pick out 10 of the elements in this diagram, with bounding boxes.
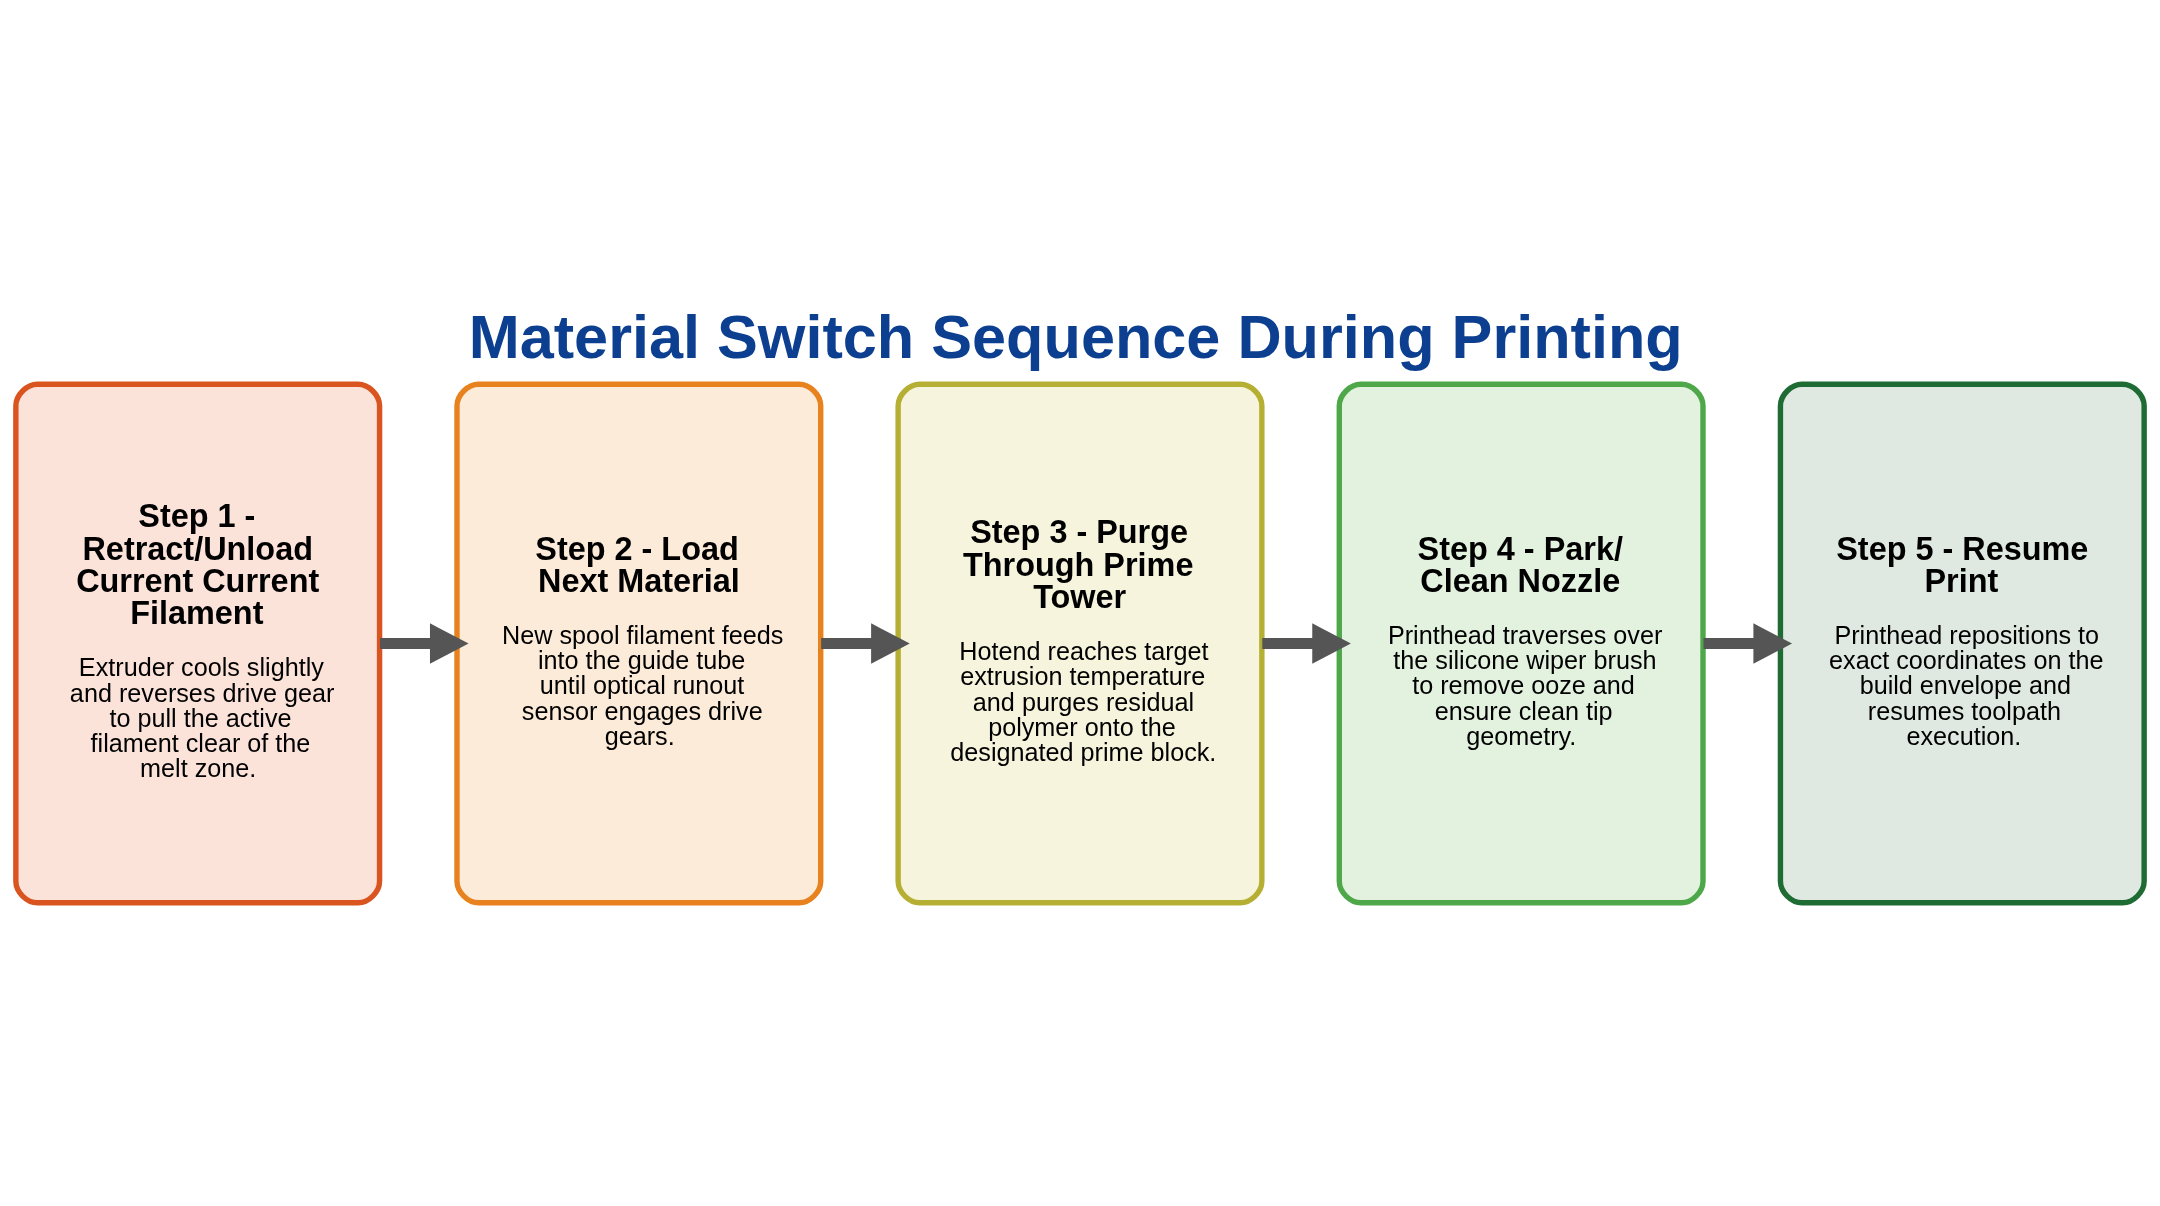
node-box: Step 5 - Resume Print Printhead repositions to exact coordinates on the build envelope and resumes toolpath execution. [1777,381,2147,906]
arrow [821,623,910,664]
node-box: Step 3 - Purge Through Prime Tower Hotend reaches target extrusion temperature and purges residual polymer onto the designated prime block. [895,381,1265,906]
node-box: Step 2 - Load Next Material New spool filament feeds into the guide tube until optical runout sensor engages drive gears. [454,381,824,906]
arrow [1262,623,1351,664]
arrow [1703,623,1793,664]
diagram-title: Material Switch Sequence During Printing [468,302,1683,371]
arrow [380,623,469,664]
node-box: Step 4 - Park/ Clean Nozzle Printhead traverses over the silicone wiper brush to remove ooze and ensure clean tip geometry. [1336,381,1706,906]
node-box: Step 1 - Retract/Unload Current Current Filament Extruder cools slightly and reverses drive gear to pull the active filament clear of the melt zone. [13,381,383,906]
